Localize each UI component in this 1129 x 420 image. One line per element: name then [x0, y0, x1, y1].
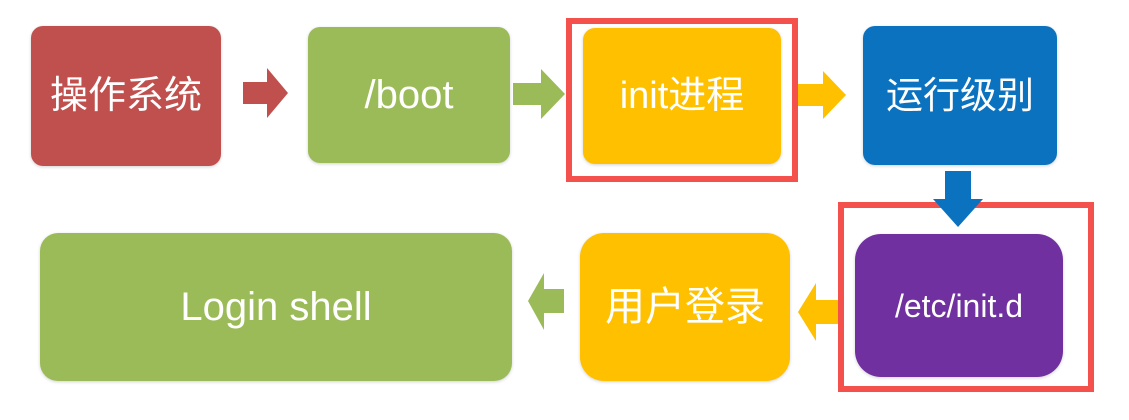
node-etc-init-d: /etc/init.d [855, 234, 1063, 377]
node-user-login: 用户登录 [580, 233, 790, 381]
node-operating-system-label: 操作系统 [49, 75, 202, 117]
node-etc-init-d-label: /etc/init.d [894, 287, 1024, 324]
arrow-left-userlogin-to-loginshell-icon [528, 273, 564, 330]
highlight-box-init-process [566, 18, 798, 182]
node-init-process-label: init进程 [619, 75, 745, 117]
arrow-right-os-to-boot-icon [243, 68, 288, 118]
node-boot-label: /boot [364, 73, 454, 117]
node-boot: /boot [308, 27, 510, 163]
arrow-left-etcinitd-to-userlogin-icon [798, 283, 838, 341]
arrow-right-init-to-runlevel-icon [798, 71, 846, 119]
node-run-level-label: 运行级别 [886, 75, 1034, 116]
arrow-down-runlevel-to-etcinitd-icon [933, 171, 983, 227]
node-run-level: 运行级别 [863, 26, 1057, 165]
node-login-shell: Login shell [40, 233, 512, 381]
node-login-shell-label: Login shell [180, 285, 372, 329]
node-operating-system: 操作系统 [31, 26, 221, 166]
node-user-login-label: 用户登录 [605, 285, 765, 329]
node-init-process: init进程 [583, 28, 781, 164]
arrow-right-boot-to-init-icon [513, 69, 565, 119]
